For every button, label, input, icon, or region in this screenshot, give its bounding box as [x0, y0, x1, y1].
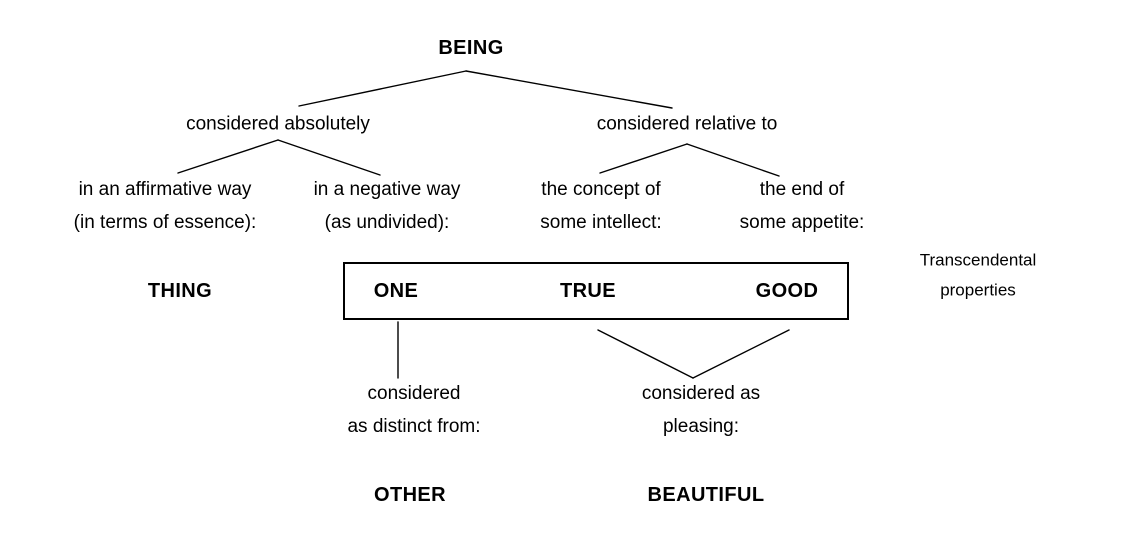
node-affirmative-way: in an affirmative way (in terms of essen…: [74, 173, 257, 240]
affirmative-line-2: (in terms of essence):: [73, 212, 257, 233]
transcendental-properties-box: [343, 262, 849, 320]
node-one: ONE: [373, 280, 419, 302]
intellect-line-2: some intellect:: [540, 212, 662, 233]
negative-line-1: in a negative way: [313, 178, 461, 200]
intellect-line-1: the concept of: [541, 178, 661, 200]
node-considered-absolutely: considered absolutely: [186, 113, 370, 135]
node-being: BEING: [438, 37, 504, 59]
appetite-line-1: the end of: [759, 178, 845, 200]
distinct-line-2: as distinct from:: [347, 416, 481, 437]
negative-line-2: (as undivided):: [324, 212, 450, 233]
node-thing: THING: [147, 280, 213, 302]
transcendental-caption-line-2: properties: [940, 280, 1016, 299]
node-end-of-some-appetite: the end of some appetite:: [740, 173, 865, 240]
edge-being-to-relative: [465, 70, 673, 109]
node-true: TRUE: [559, 280, 617, 302]
node-considered-relative-to: considered relative to: [596, 113, 778, 135]
transcendental-caption-line-1: Transcendental: [919, 250, 1037, 270]
edge-good-to-pleasing: [692, 329, 790, 379]
node-negative-way: in a negative way (as undivided):: [314, 173, 461, 240]
node-concept-of-some-intellect: the concept of some intellect:: [540, 173, 661, 240]
node-considered-as-pleasing: considered as pleasing:: [642, 377, 760, 444]
label-transcendental-properties: Transcendental properties: [920, 245, 1037, 305]
node-other: OTHER: [374, 484, 446, 506]
affirmative-line-1: in an affirmative way: [78, 178, 252, 200]
edge-relative-to-appetite: [686, 143, 780, 177]
pleasing-line-1: considered as: [641, 382, 761, 404]
edge-true-to-pleasing: [597, 329, 694, 379]
node-good: GOOD: [755, 280, 819, 302]
edge-being-to-absolutely: [298, 70, 467, 107]
pleasing-line-2: pleasing:: [662, 416, 740, 437]
node-beautiful: BEAUTIFUL: [647, 484, 765, 506]
node-considered-as-distinct-from: considered as distinct from:: [347, 377, 480, 444]
appetite-line-2: some appetite:: [739, 212, 865, 233]
edge-absolutely-to-affirmative: [177, 139, 279, 174]
edge-relative-to-intellect: [599, 143, 688, 174]
distinct-line-1: considered: [367, 382, 461, 404]
edge-absolutely-to-negative: [277, 139, 381, 176]
